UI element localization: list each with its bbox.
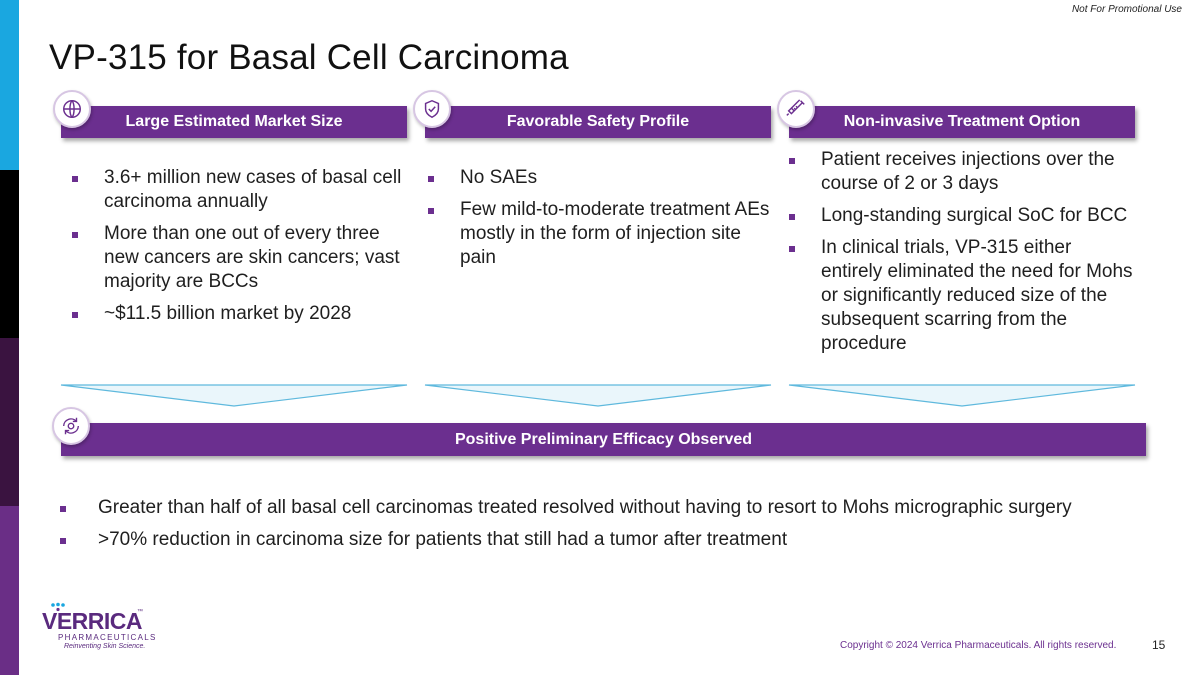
logo-subtitle: PHARMACEUTICALS <box>58 633 157 642</box>
syringe-icon <box>777 90 815 128</box>
gear-cycle-icon <box>52 407 90 445</box>
page-number: 15 <box>1152 638 1166 652</box>
disclaimer-label: Not For Promotional Use <box>1071 4 1182 15</box>
column-header-label: Large Estimated Market Size <box>125 113 343 130</box>
list-item: Greater than half of all basal cell carc… <box>58 496 1158 520</box>
side-accent-black <box>0 170 19 338</box>
efficacy-bullets: Greater than half of all basal cell carc… <box>58 496 1158 560</box>
column-header-safety-profile: Favorable Safety Profile <box>425 106 771 138</box>
list-item: In clinical trials, VP-315 either entire… <box>787 236 1137 356</box>
chevron-down-arrow <box>788 384 1136 407</box>
logo-tagline: Reinventing Skin Science. <box>64 643 146 650</box>
side-accent-dark-purple <box>0 338 19 506</box>
chevron-down-arrow <box>60 384 408 407</box>
column-header-treatment-option: Non-invasive Treatment Option <box>789 106 1135 138</box>
logo-name: VERRICA <box>42 608 143 634</box>
list-item: >70% reduction in carcinoma size for pat… <box>58 528 1158 552</box>
logo-trademark: ™ <box>137 609 143 615</box>
list-item: Patient receives injections over the cou… <box>787 148 1137 196</box>
list-item: Long-standing surgical SoC for BCC <box>787 204 1137 228</box>
side-accent-purple <box>0 506 19 675</box>
company-logo: VERRICA ™ PHARMACEUTICALS Reinventing Sk… <box>42 602 155 650</box>
list-item: ~$11.5 billion market by 2028 <box>70 302 410 326</box>
copyright-notice: Copyright © 2024 Verrica Pharmaceuticals… <box>840 640 1117 651</box>
shield-check-icon <box>413 90 451 128</box>
globe-icon <box>53 90 91 128</box>
column-header-market-size: Large Estimated Market Size <box>61 106 407 138</box>
list-item: Few mild-to-moderate treatment AEs mostl… <box>426 198 771 270</box>
slide-title: VP-315 for Basal Cell Carcinoma <box>49 38 569 77</box>
side-accent-cyan <box>0 0 19 170</box>
logo-dots-icon <box>51 602 65 612</box>
list-item: More than one out of every three new can… <box>70 222 410 294</box>
efficacy-header: Positive Preliminary Efficacy Observed <box>61 423 1146 456</box>
list-item: No SAEs <box>426 166 771 190</box>
safety-profile-bullets: No SAEs Few mild-to-moderate treatment A… <box>426 166 771 278</box>
treatment-option-bullets: Patient receives injections over the cou… <box>787 148 1137 364</box>
market-size-bullets: 3.6+ million new cases of basal cell car… <box>70 166 410 334</box>
chevron-down-arrow <box>424 384 772 407</box>
list-item: 3.6+ million new cases of basal cell car… <box>70 166 410 214</box>
efficacy-header-label: Positive Preliminary Efficacy Observed <box>454 430 753 448</box>
column-header-label: Non-invasive Treatment Option <box>843 113 1081 130</box>
column-header-label: Favorable Safety Profile <box>506 113 690 130</box>
